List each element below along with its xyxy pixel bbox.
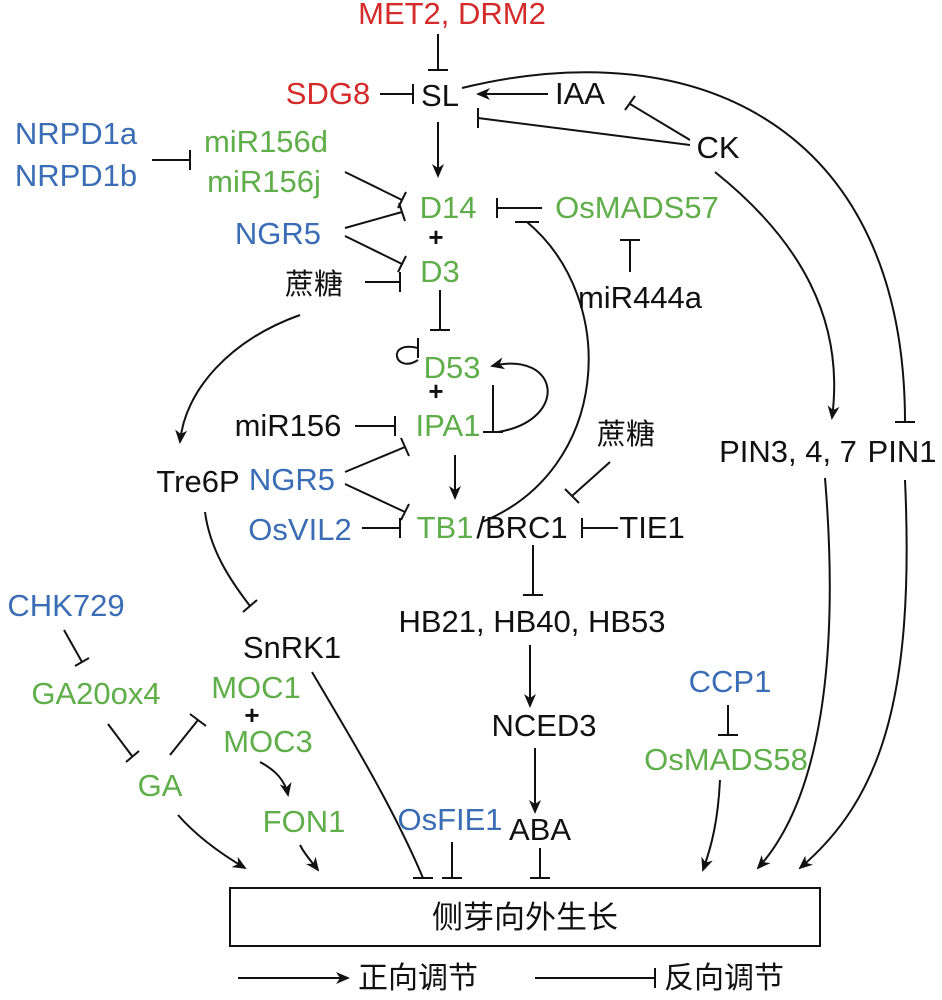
node-mir156j: miR156j (207, 164, 321, 199)
edge-fon1-outcome (299, 844, 320, 872)
node-outcome: 侧芽向外生长 (432, 900, 618, 936)
edge-ck-pin347 (714, 171, 840, 420)
plus-d14-d3: + (428, 222, 443, 252)
node-osmads57: OsMADS57 (555, 190, 719, 225)
edge-met2-sl (428, 34, 448, 71)
edge-mir156dj-d14 (344, 171, 407, 209)
node-osvil2: OsVIL2 (248, 512, 351, 547)
plus-d53-ipa1: + (428, 376, 443, 406)
node-snrk1: SnRK1 (243, 630, 341, 665)
edge-osmads57-d14 (496, 198, 542, 218)
node-mir444a: miR444a (578, 280, 703, 315)
edge-nrpd1-mir156 (152, 150, 191, 170)
node-sl: SL (421, 78, 459, 113)
edge-ga20ox4-ga (107, 723, 140, 763)
legend-inhibit (535, 968, 656, 988)
node-ipa1: IPA1 (416, 408, 481, 443)
node-osfie1: OsFIE1 (397, 802, 502, 837)
node-d3: D3 (420, 254, 460, 289)
edge-osmads58-outcome (701, 779, 721, 872)
edge-snrk1-outcome (311, 671, 433, 879)
edge-sucrose-d3 (365, 272, 401, 292)
edge-osvil2-tb1 (362, 518, 401, 538)
edge-ck-iaa (624, 95, 691, 141)
edge-pin1-outcome (798, 479, 908, 870)
node-nced3: NCED3 (491, 708, 596, 743)
edge-tb1-osmads57 (481, 221, 590, 523)
legend-positive-label: 正向调节 (358, 961, 478, 996)
node-mir156: miR156 (235, 408, 342, 443)
edge-ipa1-d53 (490, 357, 549, 433)
edge-sucrose-brc1 (564, 461, 611, 504)
node-mir156d: miR156d (204, 124, 328, 159)
edge-ngr5-d14 (344, 202, 406, 229)
edge-d53-ipa1 (483, 385, 503, 433)
node-chk729: CHK729 (7, 588, 124, 623)
outcome-box (229, 887, 821, 947)
edge-ngr5-tb1 (344, 483, 410, 521)
node-met2-drm2: MET2, DRM2 (358, 0, 546, 31)
edge-tie1-brc1 (581, 518, 618, 538)
edge-mir156-ipa1 (355, 416, 396, 436)
plus-moc: + (244, 700, 259, 730)
node-nrpd1a: NRPD1a (15, 116, 138, 151)
edge-ngr5-ipa1 (344, 437, 410, 473)
node-hb: HB21, HB40, HB53 (398, 604, 665, 639)
node-moc1: MOC1 (211, 670, 301, 705)
node-moc3: MOC3 (223, 724, 313, 759)
edge-d53-self (396, 338, 419, 365)
node-ngr5-top: NGR5 (235, 216, 321, 251)
node-osmads58: OsMADS58 (644, 742, 808, 777)
node-d14: D14 (420, 190, 477, 225)
edge-aba-outcome (530, 848, 550, 879)
node-pin347: PIN3, 4, 7 (719, 434, 857, 469)
edge-ccp1-osmads58 (718, 705, 738, 736)
edge-moc3-fon1 (259, 761, 292, 797)
node-sucrose-right: 蔗糖 (597, 417, 655, 451)
edge-osfie1-outcome (442, 842, 462, 879)
edge-mir444a-osmads57 (620, 239, 640, 272)
edge-ga-outcome (177, 814, 247, 870)
node-tre6p: Tre6P (156, 464, 239, 499)
node-nrpd1b: NRPD1b (15, 158, 137, 193)
edge-sucrose-tre6p (175, 314, 301, 444)
node-ck: CK (696, 130, 739, 165)
node-brc1: /BRC1 (476, 510, 567, 545)
edge-ga-moc1 (169, 713, 207, 756)
node-sucrose-left: 蔗糖 (285, 267, 343, 301)
edge-tre6p-snrk1 (204, 511, 258, 613)
node-pin1: PIN1 (868, 434, 937, 469)
node-sdg8: SDG8 (286, 76, 370, 111)
edge-sl-pin1 (461, 71, 915, 423)
node-tb1: TB1 (417, 510, 474, 545)
node-tie1: TIE1 (619, 510, 684, 545)
edge-ck-sl (477, 108, 691, 146)
node-ga20ox4: GA20ox4 (31, 676, 160, 711)
node-aba: ABA (509, 812, 571, 847)
edge-sdg8-sl (380, 84, 414, 104)
edge-chk729-ga20ox4 (63, 629, 90, 667)
node-ga: GA (138, 768, 183, 803)
edge-ngr5-d3 (344, 235, 407, 273)
node-fon1: FON1 (263, 804, 346, 839)
node-iaa: IAA (555, 76, 605, 111)
edge-pin347-outcome (756, 477, 831, 870)
node-ngr5-mid: NGR5 (249, 462, 335, 497)
legend-negative-label: 反向调节 (664, 961, 784, 996)
edge-d3-d53 (430, 290, 450, 331)
node-ccp1: CCP1 (689, 664, 772, 699)
edge-brc1-hb (523, 545, 543, 596)
node-d53: D53 (424, 350, 481, 385)
